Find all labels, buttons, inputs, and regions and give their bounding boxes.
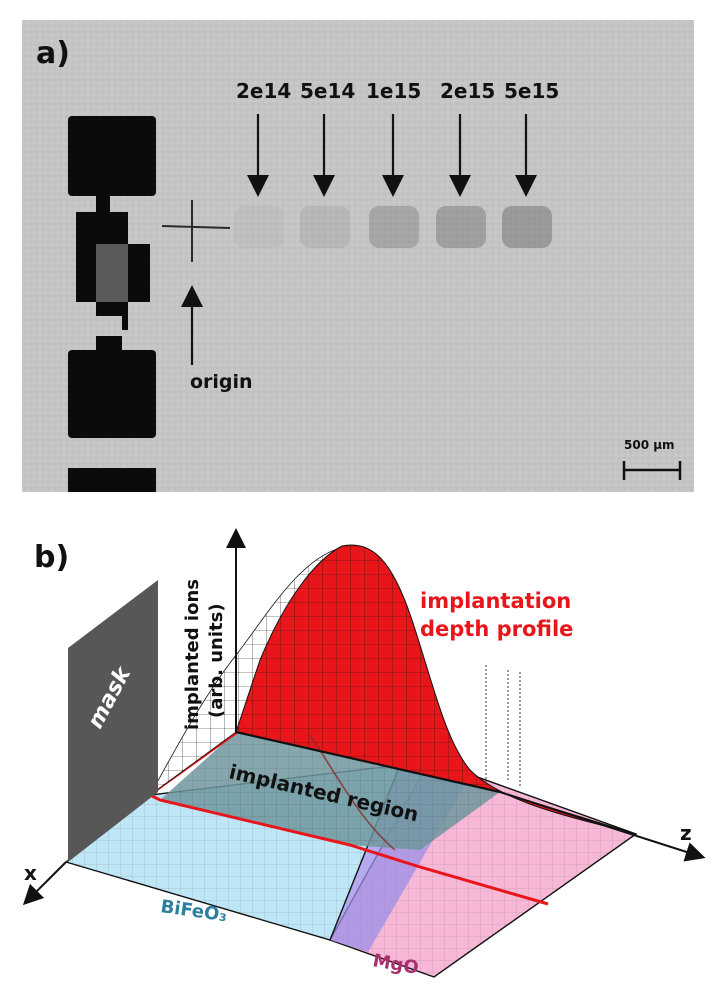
x-axis-label: x <box>24 861 37 885</box>
panel-a-image <box>22 20 694 492</box>
implant-spot-4 <box>502 206 552 248</box>
y-axis-label-line2: (arb. units) <box>206 603 227 718</box>
implant-spot-3 <box>436 206 486 248</box>
implant-spots <box>234 206 552 248</box>
dose-label-2: 1e15 <box>366 79 421 103</box>
dotted-guides <box>485 665 521 786</box>
z-axis-label: z <box>680 821 692 845</box>
profile-label-line1: implantation <box>420 589 571 613</box>
mask-slab <box>68 580 158 862</box>
dose-arrows <box>247 114 537 197</box>
implant-spot-2 <box>369 206 419 248</box>
scale-bar: 500 µm <box>622 438 682 480</box>
z-axis <box>499 791 706 862</box>
implant-spot-0 <box>234 206 284 248</box>
panel-b-label: b) <box>34 540 70 575</box>
mask-pattern <box>68 116 156 492</box>
scale-bar-label: 500 µm <box>624 438 675 452</box>
panel-b-diagram: mask implanted ions (arb. units) implant… <box>22 528 706 979</box>
dose-label-3: 2e15 <box>440 79 495 103</box>
origin-cross <box>161 200 231 262</box>
panel-a-label: a) <box>36 36 70 71</box>
profile-floor-line <box>149 793 549 906</box>
y-axis-label-line1: implanted ions <box>182 579 203 730</box>
dose-label-0: 2e14 <box>236 79 291 103</box>
dose-label-1: 5e14 <box>300 79 355 103</box>
x-axis <box>22 861 67 906</box>
implant-spot-1 <box>300 206 350 248</box>
profile-label-line2: depth profile <box>420 617 573 641</box>
dose-label-4: 5e15 <box>504 79 559 103</box>
origin-label: origin <box>190 371 253 393</box>
dose-labels: 2e14 5e14 1e15 2e15 5e15 <box>236 79 559 103</box>
